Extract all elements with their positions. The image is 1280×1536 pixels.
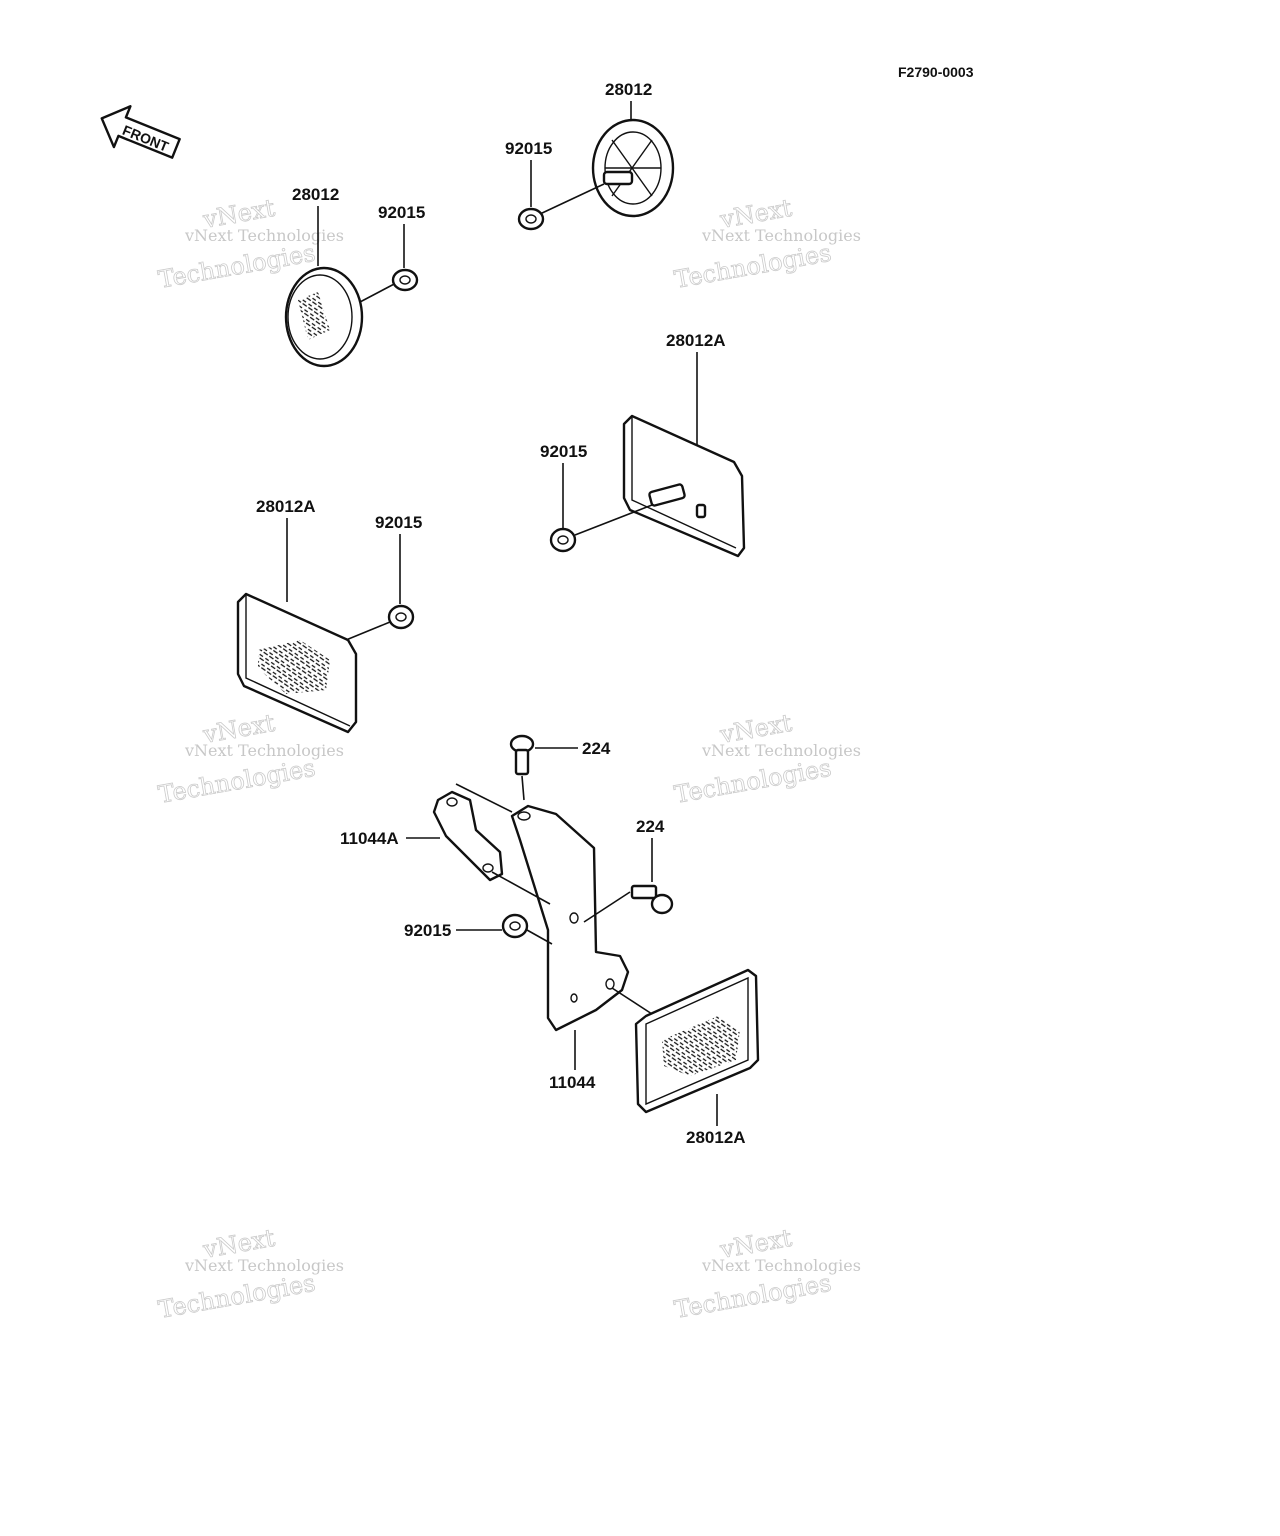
svg-text:vNext Technologies: vNext Technologies — [701, 226, 861, 245]
callout-92015-a: 92015 — [378, 203, 425, 222]
callout-28012a-a: 28012A — [666, 331, 726, 350]
bolt-224-top — [509, 734, 535, 801]
figure-code: F2790-0003 — [898, 64, 974, 80]
svg-text:Technologies: Technologies — [156, 239, 317, 294]
round-reflector-front — [284, 266, 399, 368]
svg-text:vNext Technologies: vNext Technologies — [184, 1256, 344, 1275]
svg-text:Technologies: Technologies — [672, 754, 833, 809]
bolt-224-side — [583, 884, 674, 923]
watermark-bottom-left: vNext Technologies vNext Technologies — [156, 1223, 344, 1324]
front-arrow-icon: FRONT — [100, 105, 181, 159]
rect-reflector-left — [236, 592, 391, 734]
svg-text:vNext Technologies: vNext Technologies — [701, 1256, 861, 1275]
svg-text:Technologies: Technologies — [672, 239, 833, 294]
callout-28012-a: 28012 — [292, 185, 339, 204]
watermark-top-right: vNext Technologies vNext Technologies — [672, 193, 861, 294]
rect-reflector-upper — [574, 414, 746, 558]
callout-11044: 11044 — [549, 1073, 596, 1092]
callout-92015-b: 92015 — [505, 139, 552, 158]
callout-224-a: 224 — [582, 739, 611, 758]
callout-92015-c: 92015 — [540, 442, 587, 461]
callout-28012a-c: 28012A — [686, 1128, 746, 1147]
nut-92015-e — [501, 913, 553, 945]
svg-text:Technologies: Technologies — [156, 754, 317, 809]
rect-reflector-lower — [611, 968, 760, 1114]
svg-text:vNext Technologies: vNext Technologies — [184, 226, 344, 245]
callout-92015-e: 92015 — [404, 921, 451, 940]
watermark-bottom-right: vNext Technologies vNext Technologies — [672, 1223, 861, 1324]
svg-text:Technologies: Technologies — [672, 1269, 833, 1324]
bracket-11044 — [455, 783, 630, 1032]
nut-92015-a — [391, 268, 419, 292]
callout-28012-b: 28012 — [605, 80, 652, 99]
watermark-mid-right: vNext Technologies vNext Technologies — [672, 708, 861, 809]
callout-224-b: 224 — [636, 817, 665, 836]
svg-text:vNext Technologies: vNext Technologies — [701, 741, 861, 760]
svg-text:vNext Technologies: vNext Technologies — [184, 741, 344, 760]
nut-92015-d — [387, 604, 415, 630]
callout-28012a-b: 28012A — [256, 497, 316, 516]
svg-text:Technologies: Technologies — [156, 1269, 317, 1324]
nut-92015-b — [517, 207, 545, 231]
round-reflector-spoked — [539, 118, 675, 218]
callout-92015-d: 92015 — [375, 513, 422, 532]
nut-92015-c — [549, 527, 577, 553]
callout-11044a: 11044A — [340, 829, 399, 848]
bracket-11044a — [432, 790, 504, 882]
watermark-mid-left: vNext Technologies vNext Technologies — [156, 708, 344, 809]
